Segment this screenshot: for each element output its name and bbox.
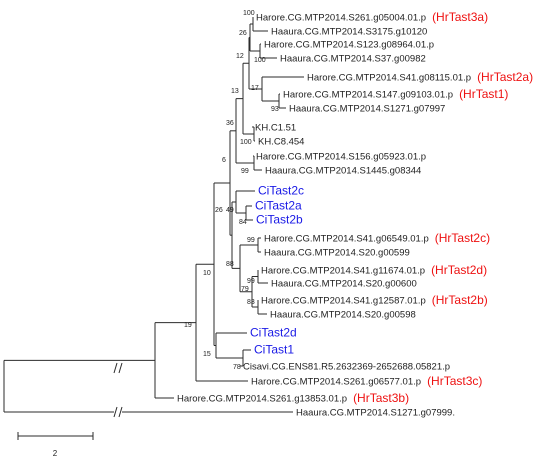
support-value: 83: [247, 299, 255, 306]
tip-label: CiTast1: [254, 343, 294, 357]
scale-bar: 2: [17, 432, 94, 458]
tip-label: Haaura.CG.MTP2014.S20.g00599: [264, 248, 410, 259]
tip-label: Cisavi.CG.ENS81.R5.2632369-2652688.05821…: [243, 362, 450, 373]
tip-annotation: (HrTast2d): [431, 263, 487, 277]
tip-annotation: (HrTast2b): [432, 293, 488, 307]
branch-break-lower-stroke-b: [118, 406, 123, 418]
tip-label: Harore.CG.MTP2014.S123.g08964.01.p: [264, 40, 434, 51]
support-value: 84: [239, 219, 247, 226]
branch-break-upper: [113, 362, 123, 374]
tip-label: KH.C8.454: [258, 137, 304, 148]
tip-label: Harore.CG.MTP2014.S41.g08115.01.p: [307, 73, 471, 84]
support-value: 99: [247, 278, 255, 285]
tip-label: KH.C1.51: [255, 123, 296, 134]
support-value: 99: [241, 168, 249, 175]
branch-break-upper-stroke-a: [113, 362, 118, 374]
support-value: 12: [236, 53, 244, 60]
support-value: 100: [254, 57, 266, 64]
support-value: 17: [251, 85, 259, 92]
support-value: 15: [203, 351, 211, 358]
support-value: 100: [243, 10, 255, 17]
tip-label: Harore.CG.MTP2014.S147.g09103.01.p: [283, 90, 453, 101]
support-value: 88: [226, 261, 234, 268]
support-value: 79: [241, 286, 249, 293]
support-value: 100: [240, 139, 252, 146]
branch-break-lower-gap: [114, 410, 122, 414]
tip-annotation: (HrTast1): [459, 87, 508, 101]
tip-label: Harore.CG.MTP2014.S41.g06549.01.p: [264, 234, 429, 245]
support-value: 78: [233, 364, 241, 371]
tip-label: Haaura.CG.MTP2014.S1445.g08344: [265, 166, 421, 177]
support-values: 100 100 26 93 17 12 100 13 99 36 84 49 99 99 83 79 88 26 6…: [184, 10, 279, 371]
tip-label: CiTast2a: [255, 199, 302, 213]
tip-label: Harore.CG.MTP2014.S156.g05923.01.p: [256, 152, 426, 163]
tip-label: CiTast2d: [250, 326, 297, 340]
tip-annotation: (HrTast3b): [353, 391, 409, 405]
tip-label: Harore.CG.MTP2014.S261.g13853.01.p: [177, 394, 347, 405]
scale-bar-label: 2: [53, 449, 58, 458]
tip-label: Haaura.CG.MTP2014.S1271.g07997: [289, 104, 445, 115]
tip-label: Harore.CG.MTP2014.S41.g12587.01.p: [261, 296, 426, 307]
support-value: 19: [184, 322, 192, 329]
tip-label: Haaura.CG.MTP2014.S20.g00600: [271, 279, 417, 290]
tip-label: Haaura.CG.MTP2014.S1271.g07999.: [296, 408, 455, 419]
support-value: 93: [271, 106, 279, 113]
tree-branches: [3, 17, 304, 413]
tip-annotation: (HrTast3c): [427, 374, 482, 388]
tip-label: Harore.CG.MTP2014.S261.g05004.01.p: [256, 13, 426, 24]
support-value: 26: [215, 207, 223, 214]
tip-label: Harore.CG.MTP2014.S41.g11674.01.p: [261, 266, 425, 277]
tip-label: Haaura.CG.MTP2014.S3175.g10120: [271, 27, 427, 38]
tip-annotation: (HrTast2c): [435, 231, 490, 245]
support-value: 99: [247, 237, 255, 244]
support-value: 10: [203, 270, 211, 277]
branch-break-marks: [113, 362, 123, 418]
tip-annotation: (HrTast2a): [477, 70, 533, 84]
tip-labels: Harore.CG.MTP2014.S261.g05004.01.p (HrTas…: [177, 10, 533, 419]
tip-label: Haaura.CG.MTP2014.S37.g00982: [280, 54, 426, 65]
support-value: 6: [222, 157, 226, 164]
tip-label: CiTast2b: [256, 213, 303, 227]
tip-label: Harore.CG.MTP2014.S261.g06577.01.p: [251, 377, 421, 388]
support-value: 49: [226, 207, 234, 214]
branch-break-lower: [113, 406, 123, 418]
support-value: 36: [226, 120, 234, 127]
tip-label: Haaura.CG.MTP2014.S20.g00598: [270, 310, 416, 321]
branch-break-lower-stroke-a: [113, 406, 118, 418]
support-value: 13: [231, 88, 239, 95]
tip-label: CiTast2c: [258, 184, 304, 198]
branch-break-upper-gap: [114, 366, 122, 370]
tip-annotation: (HrTast3a): [432, 10, 488, 24]
support-value: 26: [239, 30, 247, 37]
branch-break-upper-stroke-b: [118, 362, 123, 374]
